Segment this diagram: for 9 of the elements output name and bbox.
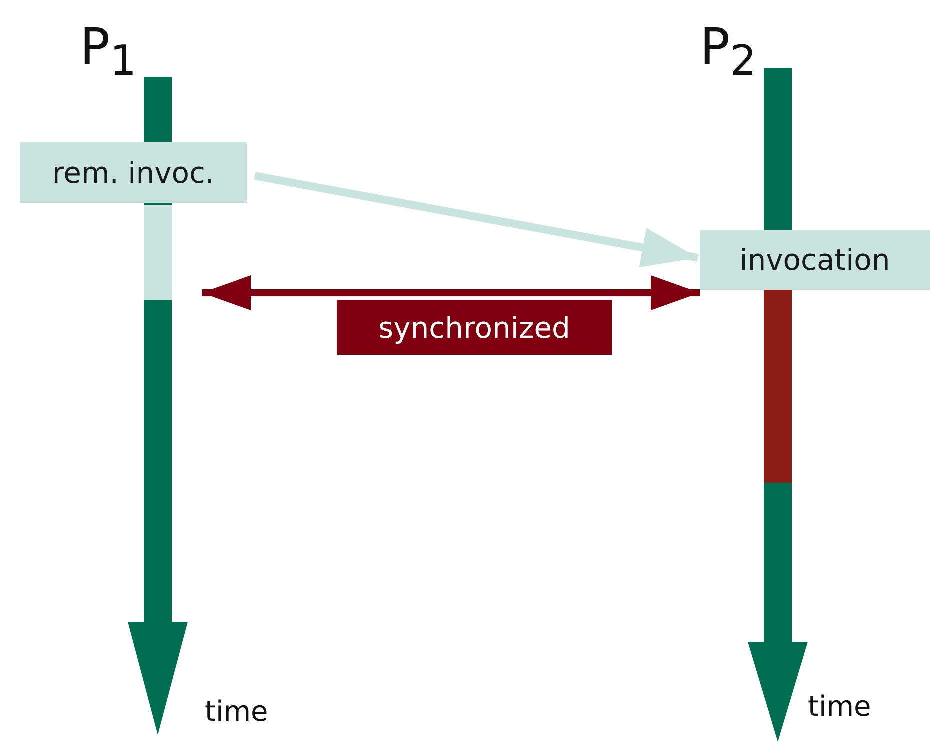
message-box: invocation (700, 230, 930, 290)
edge-label: synchronized (337, 300, 612, 355)
double-arrow (202, 276, 700, 310)
process-label: P$_{1}$ (80, 22, 137, 82)
process-label: P$_{2}$ (700, 22, 757, 82)
axis-label: time (205, 695, 268, 728)
arrow (254, 172, 699, 268)
axis-label: time (808, 690, 872, 723)
message-box: rem. invoc. (20, 142, 247, 203)
